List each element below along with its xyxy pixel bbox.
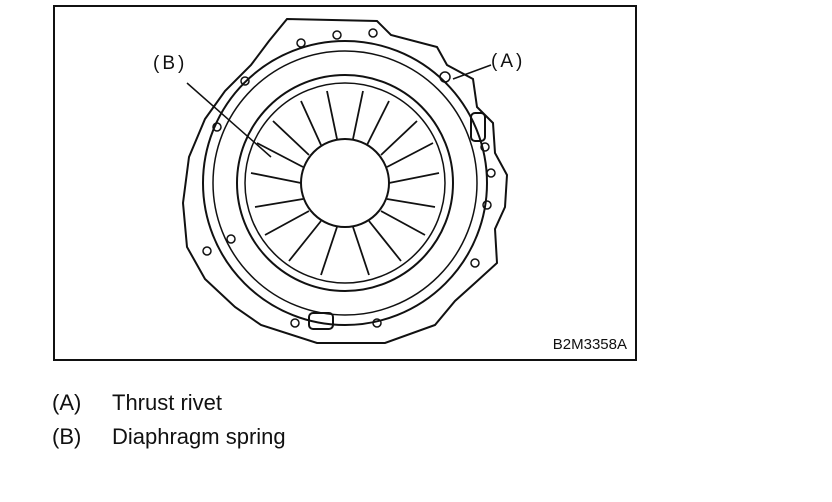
leader-a bbox=[452, 64, 492, 80]
leader-b bbox=[186, 82, 272, 158]
figure-code: B2M3358A bbox=[552, 336, 627, 353]
bolt-holes bbox=[202, 28, 496, 328]
legend-item-a: (A) Thrust rivet bbox=[52, 386, 286, 420]
legend-key: (B) bbox=[52, 424, 82, 449]
spring-ring-outer bbox=[236, 74, 454, 292]
right-tab bbox=[470, 112, 486, 142]
spring-ring-inner bbox=[244, 82, 446, 284]
figure-frame: (A) (B) B2M3358A bbox=[53, 5, 637, 361]
callout-b: (B) bbox=[153, 53, 188, 74]
clutch-cover-drawing bbox=[181, 17, 509, 344]
legend-item-b: (B) Diaphragm spring bbox=[52, 420, 286, 454]
legend-label: Thrust rivet bbox=[112, 390, 223, 415]
legend-key: (A) bbox=[52, 390, 82, 415]
diaphragm-fingers bbox=[250, 90, 440, 276]
lower-tab bbox=[308, 312, 334, 330]
diaphragm-hub bbox=[300, 138, 390, 228]
pressure-plate-ring-inner bbox=[212, 50, 478, 316]
legend: (A) Thrust rivet (B) Diaphragm spring bbox=[52, 386, 286, 454]
callout-a: (A) bbox=[491, 51, 526, 72]
pressure-plate-ring-outer bbox=[202, 40, 488, 326]
cover-outline bbox=[181, 17, 509, 344]
legend-label: Diaphragm spring bbox=[112, 424, 286, 449]
